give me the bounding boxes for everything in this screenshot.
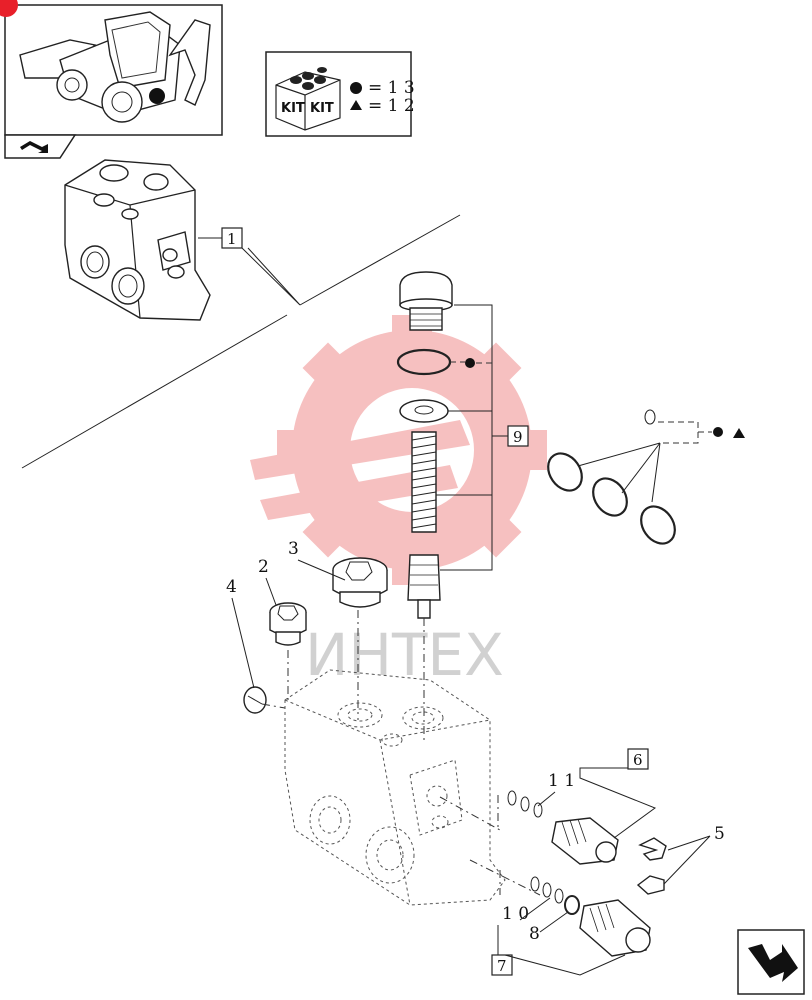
fitting-5-clips [636, 837, 667, 895]
kit-circle-marker-icon [465, 358, 475, 368]
relief-valve-cap [399, 271, 453, 331]
kit-parts-icon [290, 67, 327, 90]
washer [399, 399, 449, 423]
callout-3: 3 [288, 539, 299, 559]
watermark-text: ИНТЕХ [305, 621, 504, 689]
seal-rings-lower [530, 876, 580, 915]
plug-3 [332, 557, 388, 608]
machine-thumbnail [4, 4, 223, 136]
circle-icon [350, 82, 362, 94]
o-ring-2 [592, 477, 628, 517]
o-ring-1 [547, 452, 583, 492]
callout-box-9 [507, 425, 529, 447]
callout-1: 1 [227, 230, 237, 248]
fitting-6 [551, 817, 619, 865]
triangle-quantity: = 1 2 [368, 96, 415, 116]
plug-4 [243, 686, 267, 714]
poppet [407, 554, 441, 619]
callout-11: 1 1 [548, 771, 575, 791]
callout-5: 5 [714, 824, 725, 844]
callout-4: 4 [226, 577, 237, 597]
triangle-icon [350, 100, 362, 110]
circle-quantity: = 1 3 [368, 78, 415, 98]
kit-label-right: KIT [310, 101, 334, 116]
callout-10: 1 0 [502, 904, 529, 924]
section-separator-line [21, 214, 461, 469]
callout-9: 9 [513, 428, 523, 446]
fitting-7 [579, 899, 651, 957]
callout-box-1 [221, 227, 243, 249]
spring [411, 431, 437, 533]
watermark-gear-logo [250, 315, 547, 585]
seal-rings-upper [507, 790, 543, 818]
part-1-valve-section [64, 159, 211, 321]
plug-2 [269, 602, 307, 646]
callout-6: 6 [633, 751, 643, 769]
o-ring-3 [640, 505, 676, 545]
corner-badge-icon [0, 0, 18, 17]
kit-triangle-marker-icon [733, 428, 745, 438]
callout-7: 7 [497, 957, 507, 975]
callout-2: 2 [258, 557, 269, 577]
callout-box-7 [491, 954, 513, 976]
next-page-tab[interactable] [737, 929, 805, 995]
small-seal [644, 409, 656, 425]
next-arrow-icon [748, 944, 798, 982]
kit-label-left: KIT [281, 101, 305, 116]
callout-8: 8 [529, 924, 540, 944]
location-marker-icon [149, 88, 165, 104]
callout-box-6 [627, 748, 649, 770]
valve-body-outline [284, 669, 506, 906]
thumbnail-tab [4, 134, 77, 159]
arrow-icon [20, 141, 48, 153]
kit-circle-marker-icon-2 [713, 427, 723, 437]
kit-legend: KIT KIT = 1 3 = 1 2 [265, 51, 415, 137]
